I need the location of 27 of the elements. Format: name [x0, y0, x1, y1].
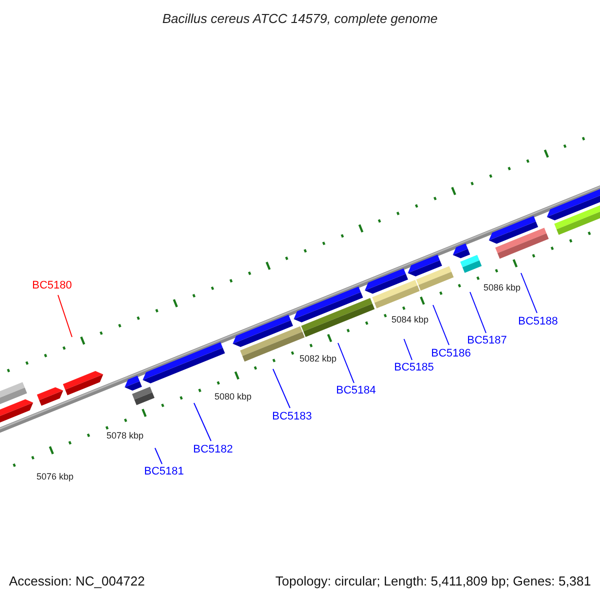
leader-line	[470, 292, 486, 334]
leader-line	[432, 304, 450, 346]
info-text: Accession: NC_004722	[9, 574, 145, 588]
leader-line	[154, 448, 162, 464]
position-label: 5084 kbp	[391, 316, 429, 324]
info-text: Topology: circular; Length: 5,411,809 bp; Genes: 5,381	[275, 574, 591, 588]
gene-label: BC5183	[272, 412, 312, 422]
title: Bacillus cereus ATCC 14579, complete genome	[161, 10, 439, 28]
gene-label: BC5182	[193, 444, 233, 456]
leader-line	[194, 402, 212, 442]
gene-label: BC5181	[144, 466, 184, 478]
position-label: 5082 kbp	[299, 354, 337, 364]
gene-label: BC5185	[394, 362, 434, 374]
position-label: 5076 kbp	[36, 472, 74, 482]
leader-line	[404, 338, 412, 360]
position-label: 5080 kbp	[214, 392, 252, 402]
position-label: 5078 kbp	[106, 432, 144, 440]
gene-label: BC5184	[336, 386, 376, 396]
leader-line	[58, 294, 72, 338]
position-label: 5086 kbp	[483, 284, 521, 292]
gene-label: BC5187	[467, 336, 507, 346]
leader-line	[338, 342, 354, 384]
leader-line	[520, 272, 538, 314]
gene-label: BC5180	[32, 280, 72, 292]
gene-label: BC5188	[518, 316, 558, 328]
leader-line	[272, 368, 290, 408]
gene-label: BC5186	[431, 348, 471, 360]
